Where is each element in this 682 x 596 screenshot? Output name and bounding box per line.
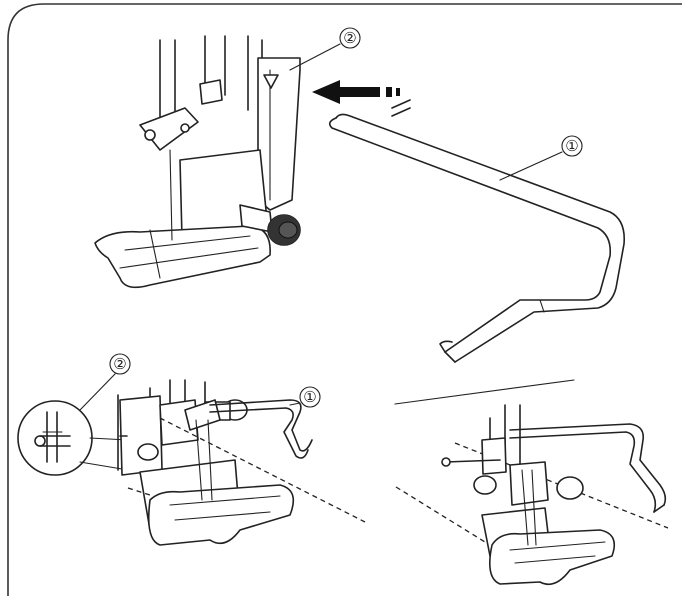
svg-text:①: ① — [565, 137, 578, 155]
callout-hole-bottom-left: ② — [79, 353, 131, 411]
bottom-left-dashed-guides — [127, 417, 366, 523]
top-presser-foot-assembly — [94, 35, 301, 289]
callout-guide-bar-bottom-left: ① — [289, 386, 321, 408]
bottom-left-presser-foot — [117, 379, 313, 546]
frame-border — [7, 3, 682, 596]
callout-guide-bar-top: ① — [499, 135, 583, 181]
callout-hole-top: ② — [289, 27, 361, 71]
bottom-right-presser-foot — [441, 404, 667, 586]
svg-text:②: ② — [113, 355, 126, 373]
quilting-guide-bar — [328, 113, 626, 363]
svg-text:②: ② — [343, 29, 356, 47]
arrow-left-icon — [312, 80, 411, 117]
svg-text:①: ① — [303, 388, 316, 406]
detail-magnifier-circle — [17, 400, 129, 476]
